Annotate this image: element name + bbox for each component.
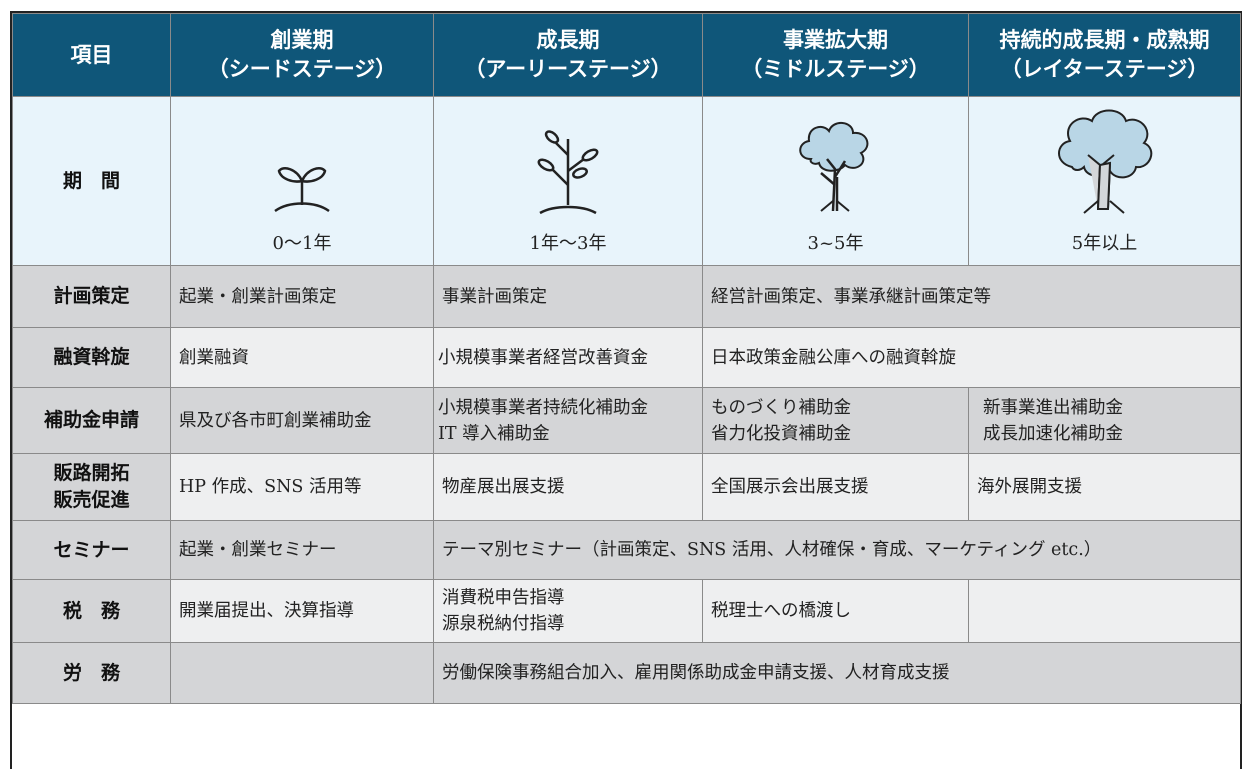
cell-later [968,579,1241,643]
cell-early: 事業計画策定 [433,265,703,328]
row-planning: 計画策定 起業・創業計画策定 事業計画策定 経営計画策定、事業承継計画策定等 [12,265,1241,328]
cell-seed: 起業・創業計画策定 [170,265,434,328]
cell-early: 小規模事業者経営改善資金 [433,327,703,388]
stage-name: 創業期 [270,28,334,52]
stage-sub: （レイターステージ） [1000,57,1209,81]
header-stage-later: 持続的成長期・成熟期 （レイターステージ） [968,13,1241,97]
header-stage-early: 成長期 （アーリーステージ） [433,13,703,97]
period-seed: 0～1年 [170,96,434,266]
row-seminar: セミナー 起業・創業セミナー テーマ別セミナー（計画策定、SNS 活用、人材確保… [12,520,1241,580]
row-label: 補助金申請 [12,387,171,454]
period-later: 5年以上 [968,96,1241,266]
row-labor: 労 務 労働保険事務組合加入、雇用関係助成金申請支援、人材育成支援 [12,642,1241,704]
cell-middle: ものづくり補助金 省力化投資補助金 [702,387,969,454]
cell-early-middle-later: テーマ別セミナー（計画策定、SNS 活用、人材確保・育成、マーケティング etc… [433,520,1241,580]
row-subsidy: 補助金申請 県及び各市町創業補助金 小規模事業者持続化補助金 IT 導入補助金 … [12,387,1241,454]
cell-seed: 起業・創業セミナー [170,520,434,580]
row-label-line: 販売促進 [53,489,130,511]
sprout-icon [274,167,330,213]
large-tree-icon [1057,109,1152,214]
young-plant-icon [537,130,599,215]
cell-line: IT 導入補助金 [438,423,550,444]
cell-seed [170,642,434,704]
support-table-frame: 項目 創業期 （シードステージ） 成長期 （アーリーステージ） 事業拡大期 （ミ… [10,11,1242,769]
row-tax: 税 務 開業届提出、決算指導 消費税申告指導 源泉税納付指導 税理士への橋渡し [12,579,1241,643]
cell-early: 物産展出展支援 [433,453,703,521]
period-years: 3~5年 [807,233,864,254]
cell-early: 小規模事業者持続化補助金 IT 導入補助金 [433,387,703,454]
cell-seed: HP 作成、SNS 活用等 [170,453,434,521]
header-stage-middle: 事業拡大期 （ミドルステージ） [702,13,969,97]
stage-sub: （シードステージ） [207,57,397,81]
small-tree-icon [798,122,868,212]
period-years: 1年～3年 [529,233,607,254]
row-financing: 融資斡旋 創業融資 小規模事業者経営改善資金 日本政策金融公庫への融資斡旋 [12,327,1241,388]
stage-name: 持続的成長期・成熟期 [999,28,1210,52]
cell-seed: 創業融資 [170,327,434,388]
cell-seed: 開業届提出、決算指導 [170,579,434,643]
cell-line: 消費税申告指導 [442,588,565,608]
cell-line: 成長加速化補助金 [983,423,1123,444]
header-item: 項目 [12,13,171,97]
header-stage-seed: 創業期 （シードステージ） [170,13,434,97]
row-label-line: 販路開拓 [53,462,130,484]
stage-sub: （アーリーステージ） [464,57,672,81]
cell-line: 小規模事業者持続化補助金 [438,397,648,418]
period-middle: 3~5年 [702,96,969,266]
cell-middle-later: 経営計画策定、事業承継計画策定等 [702,265,1241,328]
row-label: 労 務 [12,642,171,704]
period-years: 0～1年 [272,233,332,254]
period-row: 期 間 0～1年 1年～3年 [12,96,1241,266]
cell-later: 新事業進出補助金 成長加速化補助金 [968,387,1241,454]
stage-name: 事業拡大期 [783,28,888,52]
row-label: 計画策定 [12,265,171,328]
cell-line: 省力化投資補助金 [711,423,851,444]
cell-middle: 税理士への橋渡し [702,579,969,643]
row-label: 税 務 [12,579,171,643]
stage-sub: （ミドルステージ） [741,57,930,81]
cell-middle: 全国展示会出展支援 [702,453,969,521]
header-row: 項目 創業期 （シードステージ） 成長期 （アーリーステージ） 事業拡大期 （ミ… [12,13,1241,97]
cell-line: ものづくり補助金 [711,397,851,418]
cell-early-middle-later: 労働保険事務組合加入、雇用関係助成金申請支援、人材育成支援 [433,642,1241,704]
cell-later: 海外展開支援 [968,453,1241,521]
cell-line: 新事業進出補助金 [983,397,1123,418]
row-label: セミナー [12,520,171,580]
row-label: 融資斡旋 [12,327,171,388]
support-stage-table: 項目 創業期 （シードステージ） 成長期 （アーリーステージ） 事業拡大期 （ミ… [12,13,1241,704]
cell-seed: 県及び各市町創業補助金 [170,387,434,454]
row-label: 販路開拓 販売促進 [12,453,171,521]
cell-early: 消費税申告指導 源泉税納付指導 [433,579,703,643]
stage-name: 成長期 [536,28,600,52]
row-sales: 販路開拓 販売促進 HP 作成、SNS 活用等 物産展出展支援 全国展示会出展支… [12,453,1241,521]
period-label: 期 間 [12,96,171,266]
cell-line: 源泉税納付指導 [442,614,565,634]
cell-middle-later: 日本政策金融公庫への融資斡旋 [702,327,1241,388]
period-years: 5年以上 [1071,233,1138,254]
period-early: 1年～3年 [433,96,703,266]
